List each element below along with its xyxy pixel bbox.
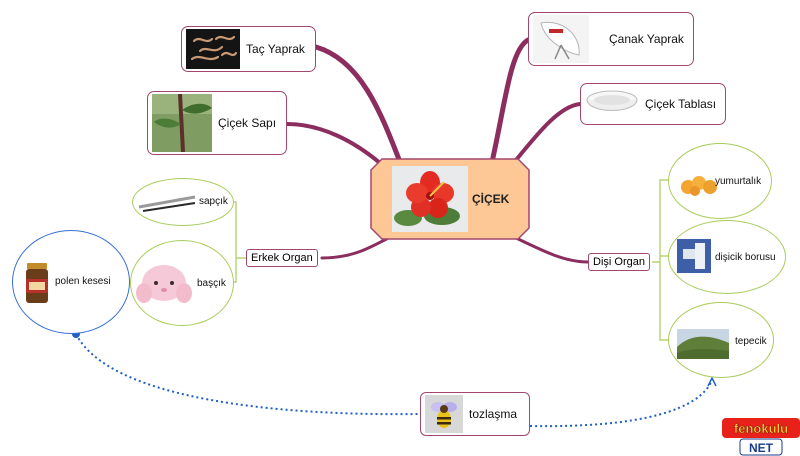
node-label: tozlaşma — [469, 407, 518, 421]
node-polen-kesesi[interactable]: polen kesesi — [12, 230, 130, 334]
center-title: ÇİÇEK — [472, 192, 510, 206]
node-sapcik[interactable]: sapçık — [132, 178, 234, 226]
branch-label: Taç Yaprak — [246, 42, 305, 56]
link-polen-tozlasma — [75, 333, 421, 416]
logo-line2: NET — [749, 441, 774, 455]
node-label: tepecik — [735, 336, 767, 347]
node-disicik-borusu[interactable]: dişicik borusu — [668, 220, 786, 294]
branch-label: Çiçek Sapı — [218, 116, 277, 130]
link-tozlasma-tepecik — [529, 379, 713, 428]
logo-line1: fenokulu — [734, 421, 788, 436]
hibiscus-flower-icon — [392, 166, 468, 232]
link-tac-yaprak — [313, 44, 403, 165]
knit-hat-icon — [136, 265, 192, 303]
node-label: başçık — [197, 278, 226, 289]
branch-cicek-tablasi[interactable]: Çiçek Tablası — [580, 83, 726, 125]
petals-icon — [186, 29, 240, 69]
node-tozlasma[interactable]: tozlaşma — [420, 392, 530, 436]
satellite-dish-icon — [533, 15, 589, 63]
branch-cicek-sapi[interactable]: Çiçek Sapı — [147, 91, 287, 155]
node-bascik[interactable]: başçık — [130, 240, 234, 326]
bee-icon — [425, 395, 463, 433]
node-tepecik[interactable]: tepecik — [668, 302, 774, 378]
node-label: yumurtalık — [715, 176, 762, 187]
link-cicek-tablasi — [506, 102, 582, 172]
link-disi-organ — [510, 234, 590, 264]
link-erkek-bracket — [232, 201, 246, 283]
link-cicek-sapi — [285, 122, 390, 172]
hill-icon — [677, 329, 729, 359]
pipe-icon — [677, 239, 711, 273]
link-canak-yaprak — [489, 37, 531, 165]
branch-disi-organ[interactable]: Dişi Organ — [588, 253, 650, 271]
branch-canak-yaprak[interactable]: Çanak Yaprak — [528, 12, 694, 66]
branch-erkek-organ[interactable]: Erkek Organ — [246, 249, 318, 267]
flower-stem-icon — [152, 94, 212, 152]
node-label: polen kesesi — [55, 276, 111, 287]
arrow-head — [707, 376, 717, 387]
branch-label: Çiçek Tablası — [645, 97, 717, 111]
node-label: dişicik borusu — [715, 252, 776, 263]
link-disi-bracket — [652, 179, 668, 341]
jar-icon — [26, 263, 48, 303]
branch-label: Çanak Yaprak — [609, 32, 684, 46]
fenokulu-logo: fenokulu NET — [722, 418, 800, 456]
filament-icon — [138, 195, 196, 212]
branch-tac-yaprak[interactable]: Taç Yaprak — [181, 26, 316, 72]
center-node[interactable] — [370, 158, 530, 240]
node-label: sapçık — [199, 196, 228, 207]
node-yumurtalik[interactable]: yumurtalık — [668, 143, 772, 219]
bowl-icon — [586, 90, 638, 111]
apricots-icon — [681, 176, 717, 196]
